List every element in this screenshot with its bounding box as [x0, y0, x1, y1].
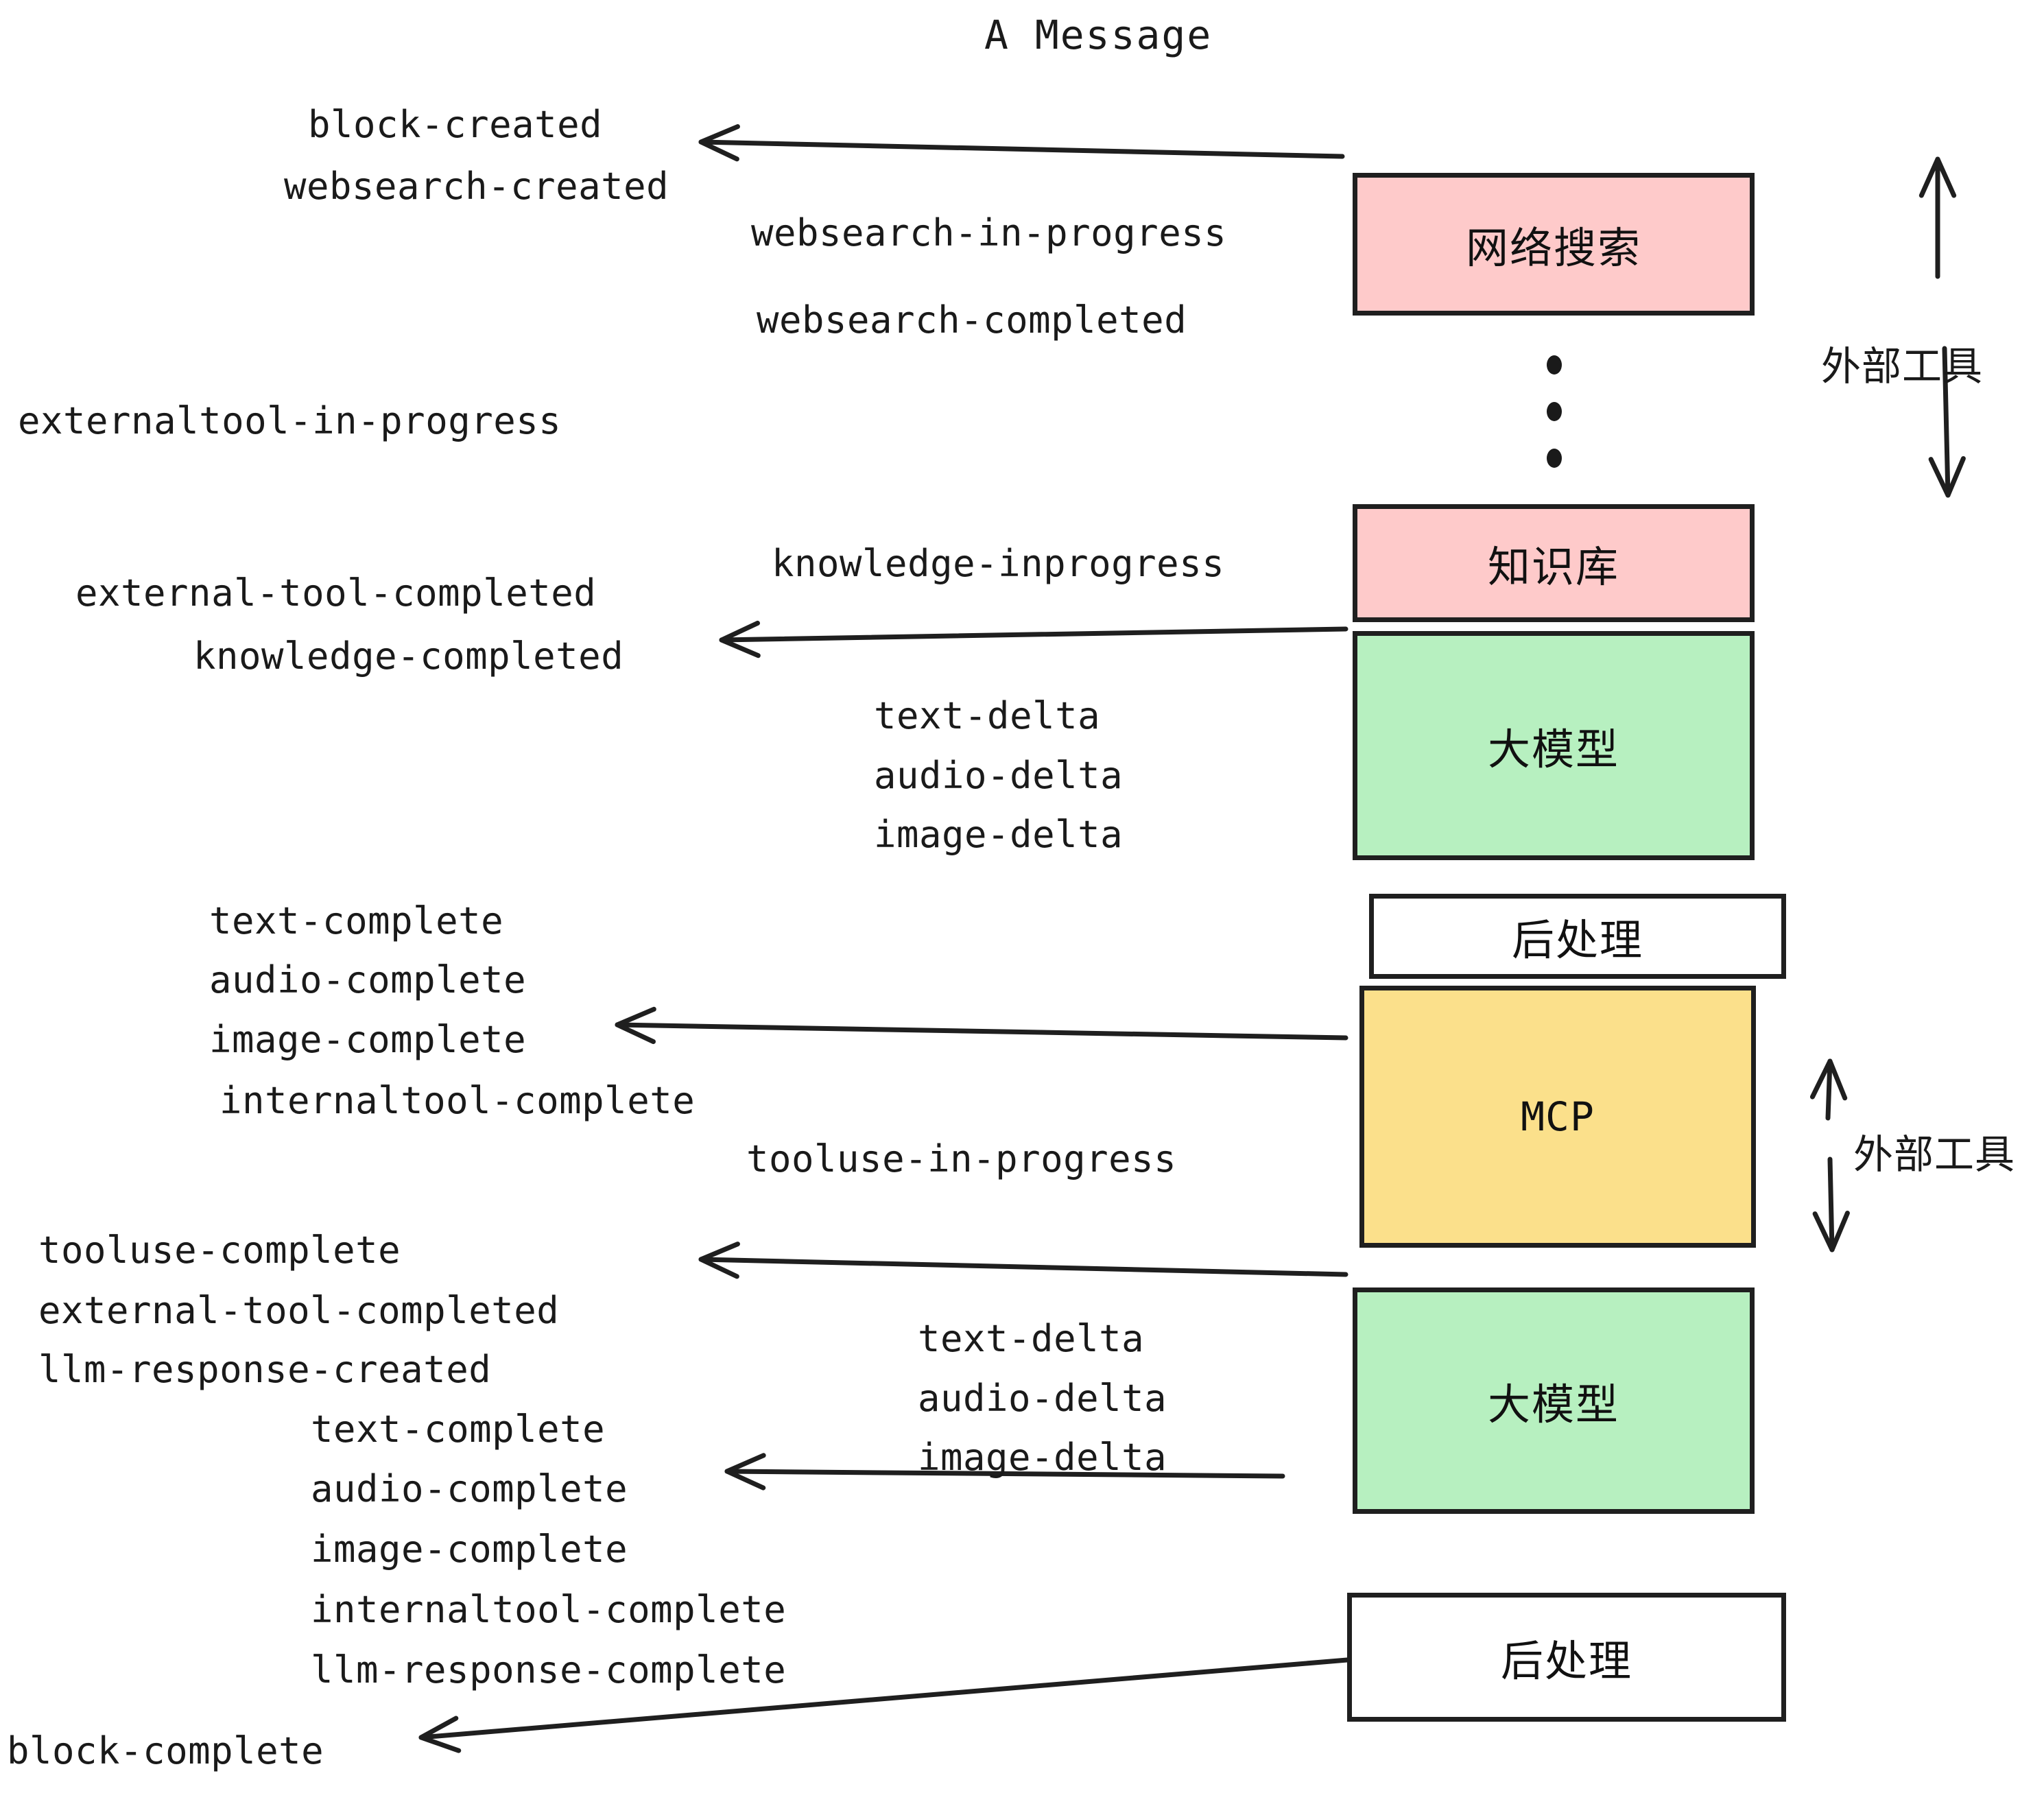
event-label-knowledge-inprogress: knowledge-inprogress [772, 542, 1225, 585]
box-knowledgebase: 知识库 [1353, 504, 1755, 622]
diagram-title: A Message [984, 12, 1213, 58]
event-label-block-created: block-created [308, 103, 603, 146]
arrow-head [724, 1453, 766, 1491]
event-label-external-tool-completed-1: external-tool-completed [75, 571, 597, 615]
arrow-head [719, 620, 761, 658]
arrow-image-complete [615, 1006, 1348, 1045]
box-label: 大模型 [1487, 1379, 1619, 1429]
ellipsis-dot-1 [1547, 355, 1562, 375]
box-label: 后处理 [1500, 1636, 1632, 1686]
box-label: 后处理 [1511, 915, 1643, 965]
ellipsis-dot-2 [1547, 402, 1562, 421]
event-label-image-delta-2: image-delta [918, 1436, 1167, 1479]
arrow-external-down-bot [1812, 1156, 1850, 1253]
box-websearch: 网络搜索 [1353, 173, 1755, 316]
event-label-knowledge-completed: knowledge-completed [193, 634, 624, 678]
event-label-audio-complete-1: audio-complete [209, 958, 527, 1001]
arrow-head [1928, 456, 1966, 498]
side-label-external-tools-top: 外部工具 [1821, 343, 1984, 390]
arrow-head [1918, 156, 1957, 198]
event-label-internaltool-complete-2: internaltool-complete [311, 1588, 787, 1631]
arrow-head [615, 1006, 656, 1045]
arrow-head [1812, 1211, 1850, 1253]
event-label-internaltool-complete-1: internaltool-complete [219, 1079, 696, 1122]
event-label-text-complete-2: text-complete [311, 1408, 606, 1451]
box-llm-2: 大模型 [1353, 1287, 1755, 1514]
event-label-external-tool-completed-2: external-tool-completed [38, 1289, 560, 1332]
event-label-tooluse-in-progress: tooluse-in-progress [746, 1137, 1177, 1180]
event-label-text-delta-1: text-delta [874, 694, 1101, 737]
event-label-audio-delta-1: audio-delta [874, 754, 1124, 797]
event-label-websearch-created: websearch-created [284, 165, 669, 208]
box-label: 知识库 [1487, 542, 1619, 592]
box-mcp: MCP [1359, 986, 1756, 1248]
event-label-image-complete-1: image-complete [209, 1018, 527, 1061]
event-label-websearch-completed: websearch-completed [757, 298, 1187, 342]
event-label-tooluse-complete: tooluse-complete [38, 1229, 401, 1272]
event-label-llm-response-created: llm-response-created [38, 1348, 492, 1391]
arrow-knowledge [719, 620, 1348, 658]
event-label-image-complete-2: image-complete [311, 1528, 628, 1571]
arrow-head [418, 1716, 462, 1753]
event-label-image-delta-1: image-delta [874, 813, 1124, 856]
event-label-externaltool-in-progress: externaltool-in-progress [18, 399, 562, 442]
arrow-head [698, 124, 740, 162]
box-postprocess-1: 后处理 [1369, 894, 1786, 979]
event-label-text-complete-1: text-complete [209, 899, 504, 942]
box-label: 网络搜索 [1465, 223, 1641, 273]
event-label-llm-response-complete: llm-response-complete [311, 1648, 787, 1692]
event-label-websearch-in-progress: websearch-in-progress [751, 211, 1227, 254]
arrow-head [1809, 1058, 1848, 1101]
arrow-external-up-top [1918, 156, 1957, 279]
event-label-audio-delta-2: audio-delta [918, 1377, 1167, 1420]
box-llm-1: 大模型 [1353, 631, 1755, 860]
event-label-text-delta-2: text-delta [918, 1317, 1145, 1360]
event-label-block-complete: block-complete [7, 1729, 324, 1772]
event-label-audio-complete-2: audio-complete [311, 1467, 628, 1510]
box-label: MCP [1521, 1093, 1595, 1140]
arrow-block-created [698, 124, 1345, 162]
arrow-external-up-bot [1809, 1058, 1848, 1121]
side-label-external-tools-bottom: 外部工具 [1853, 1131, 2016, 1178]
ellipsis-dot-3 [1547, 449, 1562, 468]
arrow-tooluse-complete [698, 1242, 1348, 1279]
box-postprocess-2: 后处理 [1347, 1593, 1786, 1722]
arrow-head [698, 1242, 740, 1279]
box-label: 大模型 [1487, 724, 1619, 774]
